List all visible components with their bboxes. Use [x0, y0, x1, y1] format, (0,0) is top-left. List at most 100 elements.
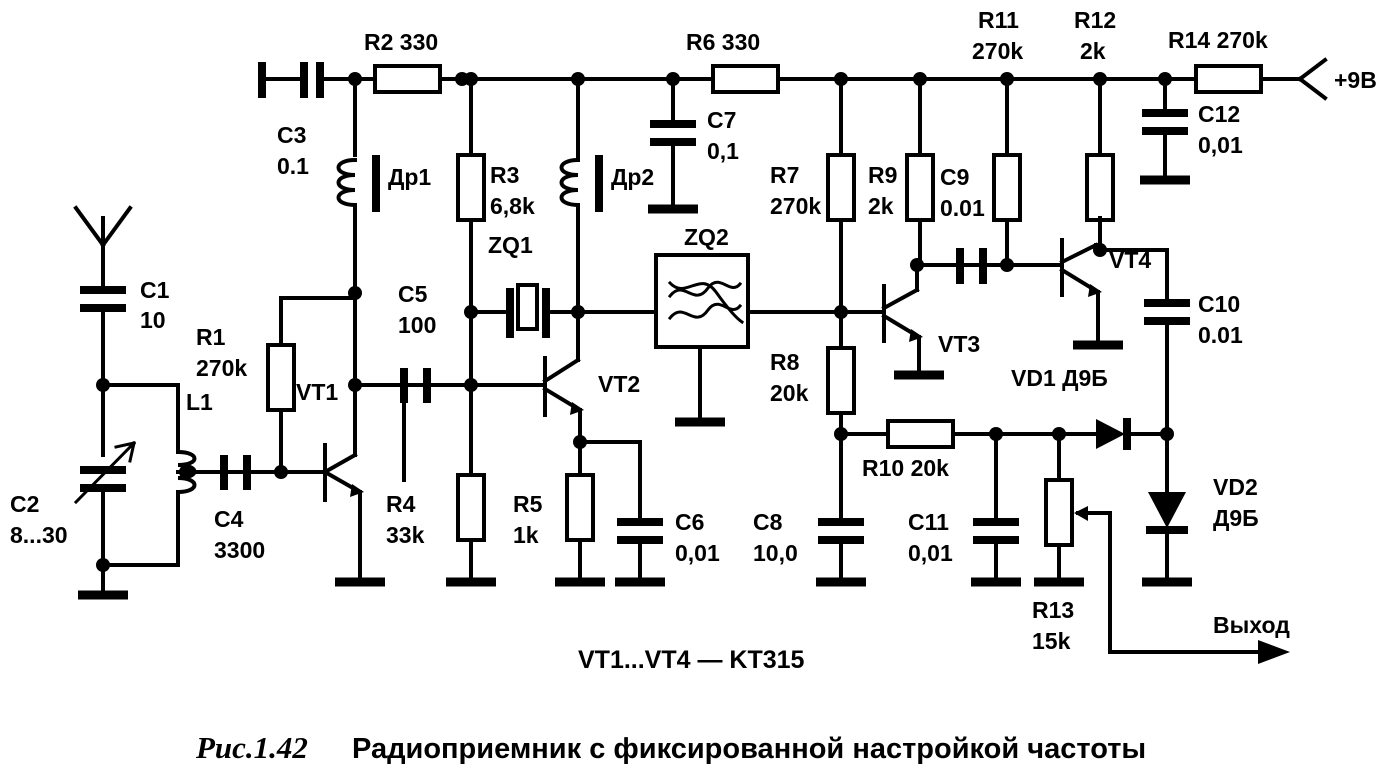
label-VT1: VT1	[296, 379, 338, 405]
label-C3-value: 0.1	[277, 153, 309, 179]
label-R7-value: 270k	[770, 193, 821, 219]
label-ZQ2: ZQ2	[684, 224, 729, 250]
capacitor-C9	[956, 248, 1064, 284]
label-R9-ref: R9	[868, 162, 897, 188]
resistor-R1	[266, 343, 296, 412]
capacitor-C10	[1144, 248, 1190, 436]
capacitor-C12	[1142, 77, 1188, 180]
resistor-R2	[373, 64, 442, 94]
label-R7-ref: R7	[770, 162, 799, 188]
label-R8-ref: R8	[770, 349, 800, 375]
figure-number: Рис.1.42	[195, 730, 308, 765]
filter-body	[654, 253, 750, 349]
label-R4-value: 33k	[386, 522, 425, 548]
label-C12-value: 0,01	[1198, 132, 1243, 158]
label-C11-value: 0,01	[908, 540, 953, 566]
supply-terminal-9v	[1259, 57, 1328, 101]
label-C8-value: 10,0	[753, 540, 798, 566]
label-ZQ1: ZQ1	[488, 232, 533, 258]
label-C2-value: 8...30	[10, 522, 68, 548]
label-R1-value: 270k	[196, 355, 247, 381]
transistor-VT4	[1059, 238, 1102, 345]
potentiometer-R13	[1044, 432, 1112, 654]
diode-VD2	[1146, 432, 1188, 582]
label-C12-ref: C12	[1198, 101, 1240, 127]
resistor-R4	[456, 473, 486, 542]
resistor-R3	[456, 153, 486, 222]
label-R12-ref: R12	[1074, 7, 1116, 33]
label-C2-ref: C2	[10, 491, 39, 517]
label-R10: R10 20k	[862, 455, 949, 481]
output-terminal	[1108, 640, 1290, 664]
label-R6: R6 330	[686, 29, 760, 55]
transistor-VT1	[322, 383, 364, 582]
capacitor-C2-variable	[73, 440, 137, 567]
label-C8-ref: C8	[753, 509, 783, 535]
label-C4-ref: C4	[214, 506, 244, 532]
capacitor-C1	[80, 286, 126, 387]
label-R4-ref: R4	[386, 491, 416, 517]
label-Dr1: Др1	[388, 164, 431, 190]
label-supply-9v: +9В	[1334, 67, 1377, 93]
label-R11-value: 270k	[972, 38, 1023, 64]
resistor-R7	[826, 153, 856, 222]
resistor-R9	[905, 153, 935, 222]
label-R5-value: 1k	[513, 522, 539, 548]
label-R1-ref: R1	[196, 324, 226, 350]
label-VT3: VT3	[938, 331, 980, 357]
resistor-R12	[1085, 153, 1115, 222]
label-C5-value: 100	[398, 312, 436, 338]
label-VD1: VD1 Д9Б	[1011, 365, 1108, 391]
junction-dot	[464, 72, 478, 86]
label-C10-ref: C10	[1198, 291, 1240, 317]
resistor-R8	[826, 346, 856, 415]
inductor-Dr1	[336, 155, 380, 295]
filter-ZQ2	[649, 253, 843, 422]
label-R12-value: 2k	[1080, 38, 1106, 64]
capacitor-C7	[650, 77, 696, 209]
label-C9-value: 0.01	[940, 195, 985, 221]
label-Dr2: Др2	[611, 164, 654, 190]
label-C1-value: 10	[140, 307, 166, 333]
label-R14: R14 270k	[1168, 27, 1268, 53]
label-L1-ref: L1	[186, 389, 213, 415]
label-C5-ref: C5	[398, 281, 428, 307]
capacitor-C8	[818, 518, 864, 582]
pot-body	[1044, 478, 1074, 547]
resistor-R6	[711, 64, 780, 94]
label-C4-value: 3300	[214, 537, 265, 563]
label-R13-value: 15k	[1032, 628, 1071, 654]
label-C7-ref: C7	[707, 107, 736, 133]
label-C9-ref: C9	[940, 164, 969, 190]
label-C3-ref: C3	[277, 122, 306, 148]
resistor-R5	[565, 473, 595, 542]
label-R3-value: 6,8k	[490, 193, 535, 219]
antenna-symbol	[73, 205, 133, 292]
label-VD2-ref: VD2	[1213, 474, 1258, 500]
label-R8-value: 20k	[770, 380, 809, 406]
label-C6-value: 0,01	[675, 540, 720, 566]
label-R5-ref: R5	[513, 491, 543, 517]
junction-dot	[1000, 258, 1014, 272]
capacitor-C6	[617, 518, 663, 582]
label-R3-ref: R3	[490, 162, 519, 188]
transistor-VT2	[469, 310, 584, 444]
label-R2: R2 330	[364, 29, 438, 55]
label-output: Выход	[1213, 612, 1290, 638]
junction-dot	[179, 465, 193, 479]
resistor-R14	[1194, 64, 1263, 94]
label-C1-ref: C1	[140, 277, 170, 303]
label-R11-ref: R11	[978, 7, 1019, 33]
resistor-R11	[992, 153, 1022, 222]
figure-caption: Радиоприемник с фиксированной настройкой…	[352, 733, 1146, 765]
label-VT2: VT2	[598, 371, 640, 397]
label-C7-value: 0,1	[707, 138, 739, 164]
label-R13-ref: R13	[1032, 597, 1074, 623]
inductor-Dr2	[559, 155, 603, 212]
label-C6-ref: C6	[675, 509, 704, 535]
capacitor-C11	[973, 432, 1019, 582]
note-transistor-types: VT1...VT4 — KT315	[578, 646, 805, 674]
label-R9-value: 2k	[868, 193, 894, 219]
label-VD2-value: Д9Б	[1213, 505, 1259, 531]
